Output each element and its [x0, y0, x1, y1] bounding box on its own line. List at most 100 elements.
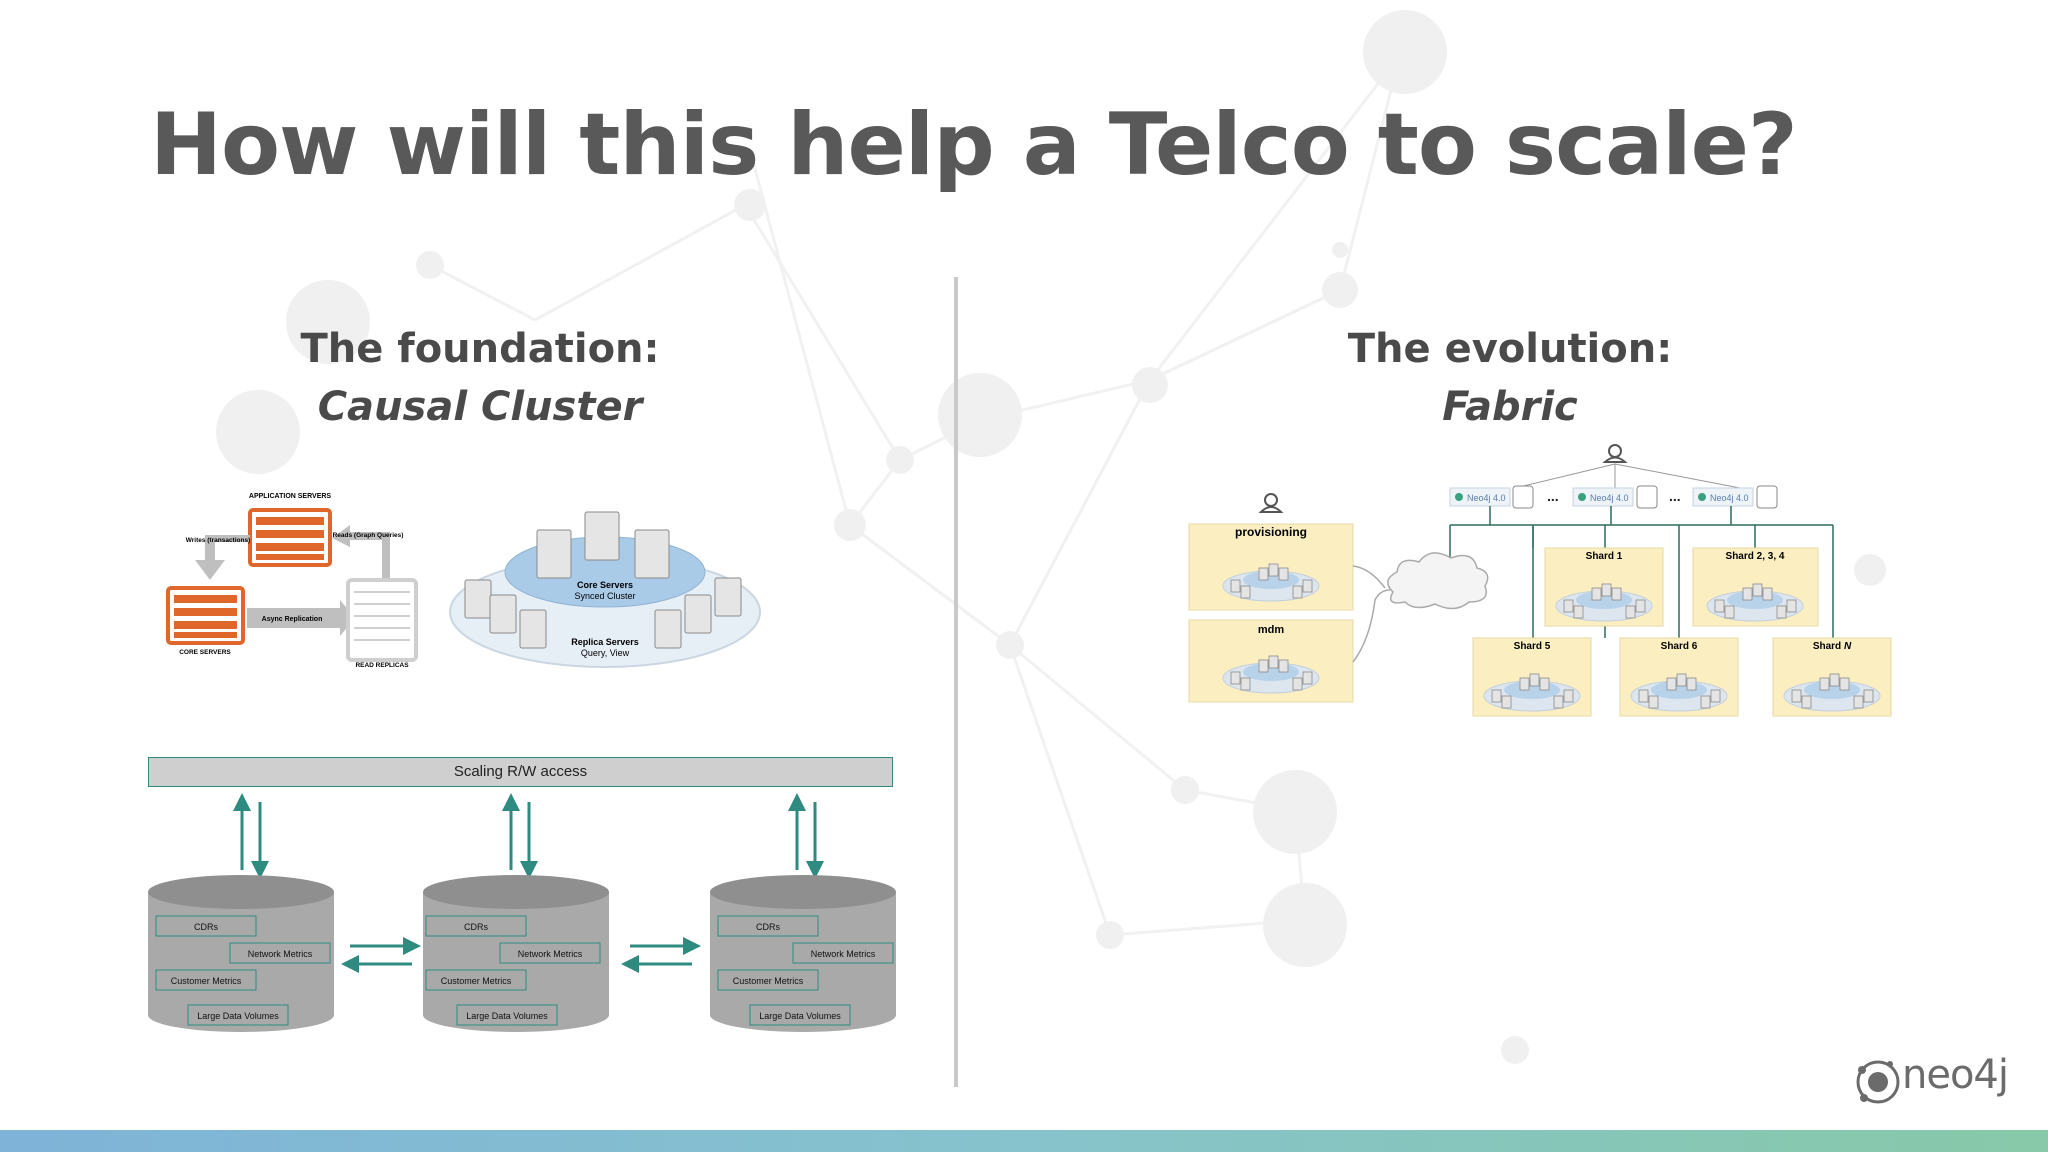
mini-server-icon — [1648, 695, 1659, 709]
reads-label: Reads (Graph Queries) — [333, 532, 404, 539]
db-2-labels: CDRs Network Metrics Customer Metrics La… — [717, 915, 894, 1026]
causal-cluster-architecture-diagram: APPLICATION SERVERS Writes (transactions… — [166, 493, 418, 669]
mini-server-icon — [1801, 695, 1812, 709]
fabric-node-label: Neo4j 4.0 — [1590, 493, 1629, 503]
mini-server-icon — [1752, 583, 1763, 597]
core-servers-icon — [166, 586, 245, 645]
evolution-heading-label: The evolution: — [1347, 326, 1673, 372]
db-label-large-data-volumes: Large Data Volumes — [197, 1011, 279, 1021]
mini-server-icon — [1638, 689, 1649, 703]
synced-cluster-illustration: Core Servers Synced Cluster Replica Serv… — [449, 511, 761, 668]
core-server-icons — [536, 511, 670, 579]
fabric-node: Neo4j 4.0 — [1572, 485, 1658, 509]
horizontal-arrows — [341, 937, 701, 973]
evolution-subheading: Fabric — [1442, 384, 1578, 430]
mini-server-icon — [1700, 695, 1711, 709]
replica-servers-title: Replica Servers — [571, 637, 639, 647]
db-label-cdrs: CDRs — [756, 922, 780, 932]
fabric-node-label: Neo4j 4.0 — [1710, 493, 1749, 503]
mini-server-icon — [1573, 605, 1584, 619]
writes-label: Writes (transactions) — [186, 537, 251, 544]
scaling-rw-label: Scaling R/W access — [453, 763, 588, 780]
sharded-databases-diagram: CDRs Network Metrics Customer Metrics La… — [148, 793, 896, 1032]
mini-server-icon — [1686, 677, 1697, 691]
provisioning-user-icon — [1258, 493, 1284, 513]
mini-server-icon — [1501, 695, 1512, 709]
mini-server-icon — [1666, 677, 1677, 691]
vertical-arrows — [233, 793, 824, 879]
mini-server-icon — [1742, 587, 1753, 601]
mini-server-icon — [1292, 677, 1303, 691]
mini-server-icon — [1601, 583, 1612, 597]
db-label-network-metrics: Network Metrics — [248, 949, 313, 959]
neo4j-logo: neo4j — [1850, 1050, 2010, 1110]
db-label-large-data-volumes: Large Data Volumes — [466, 1011, 548, 1021]
async-replication-label: Async Replication — [262, 616, 323, 623]
mini-server-icon — [1302, 671, 1313, 685]
db-label-cdrs: CDRs — [464, 922, 488, 932]
client-user-icon — [1602, 444, 1628, 463]
mini-server-icon — [1230, 579, 1241, 593]
foundation-heading-label: The foundation: — [300, 326, 660, 372]
mini-server-icon — [1853, 695, 1864, 709]
mini-server-icon — [1240, 677, 1251, 691]
mini-server-icon — [1724, 605, 1735, 619]
column-divider — [954, 277, 958, 1087]
writes-arrow — [195, 535, 250, 580]
mini-server-icon — [1714, 599, 1725, 613]
async-replication-arrow — [247, 600, 355, 636]
db-1-labels: CDRs Network Metrics Customer Metrics La… — [425, 915, 601, 1026]
mini-server-icon — [1292, 585, 1303, 599]
shard-1-label: Shard 1 — [1586, 551, 1623, 562]
slide-title: How will this help a Telco to scale? — [150, 95, 1798, 195]
db-0-labels: CDRs Network Metrics Customer Metrics La… — [155, 915, 331, 1026]
fabric-node: Neo4j 4.0 — [1692, 485, 1778, 509]
mini-server-icon — [1611, 587, 1622, 601]
evolution-heading: The evolution: Fabric — [1210, 320, 1810, 436]
query-view-title: Query, View — [581, 648, 630, 658]
mini-server-icon — [1776, 605, 1787, 619]
application-servers-icon — [248, 508, 332, 567]
mini-server-icon — [1539, 677, 1550, 691]
ellipsis: ... — [1547, 488, 1559, 504]
mini-server-icon — [1710, 689, 1721, 703]
mini-server-icon — [1625, 605, 1636, 619]
mini-server-icon — [1278, 567, 1289, 581]
mini-server-icon — [1676, 673, 1687, 687]
core-servers-caption: CORE SERVERS — [179, 649, 231, 656]
fabric-node-label: Neo4j 4.0 — [1467, 493, 1506, 503]
mini-server-icon — [1519, 677, 1530, 691]
mini-server-icon — [1863, 689, 1874, 703]
db-label-cdrs: CDRs — [194, 922, 218, 932]
ellipsis: ... — [1669, 488, 1681, 504]
db-label-large-data-volumes: Large Data Volumes — [759, 1011, 841, 1021]
shard-234-label: Shard 2, 3, 4 — [1726, 551, 1785, 562]
db-label-customer-metrics: Customer Metrics — [733, 976, 804, 986]
fabric-diagram: Neo4j 4.0 ... Neo4j 4.0 ... Neo4j 4.0 — [1188, 444, 1892, 717]
provisioning-label: provisioning — [1235, 525, 1307, 539]
mini-server-icon — [1786, 599, 1797, 613]
foundation-subheading: Causal Cluster — [317, 384, 643, 430]
mini-server-icon — [1553, 695, 1564, 709]
mini-server-icon — [1278, 659, 1289, 673]
mini-server-icon — [1302, 579, 1313, 593]
core-servers-title: Core Servers — [577, 580, 633, 590]
neo4j-logo-icon — [1856, 1060, 1900, 1104]
mini-server-icon — [1819, 677, 1830, 691]
mini-cluster-glyphs — [1222, 563, 1881, 712]
synced-cluster-title: Synced Cluster — [574, 591, 635, 601]
bottom-gradient-bar — [0, 1130, 2048, 1152]
db-label-customer-metrics: Customer Metrics — [441, 976, 512, 986]
scaling-rw-bar — [148, 757, 893, 787]
network-cloud-icon — [1387, 552, 1489, 610]
shard-6-label: Shard 6 — [1661, 641, 1698, 652]
mini-server-icon — [1230, 671, 1241, 685]
mini-server-icon — [1268, 655, 1279, 669]
read-replicas-caption: READ REPLICAS — [355, 662, 409, 669]
mini-server-icon — [1829, 673, 1840, 687]
mdm-label: mdm — [1258, 624, 1285, 636]
db-label-network-metrics: Network Metrics — [518, 949, 583, 959]
mini-server-icon — [1240, 585, 1251, 599]
cloud-links — [1352, 565, 1391, 663]
